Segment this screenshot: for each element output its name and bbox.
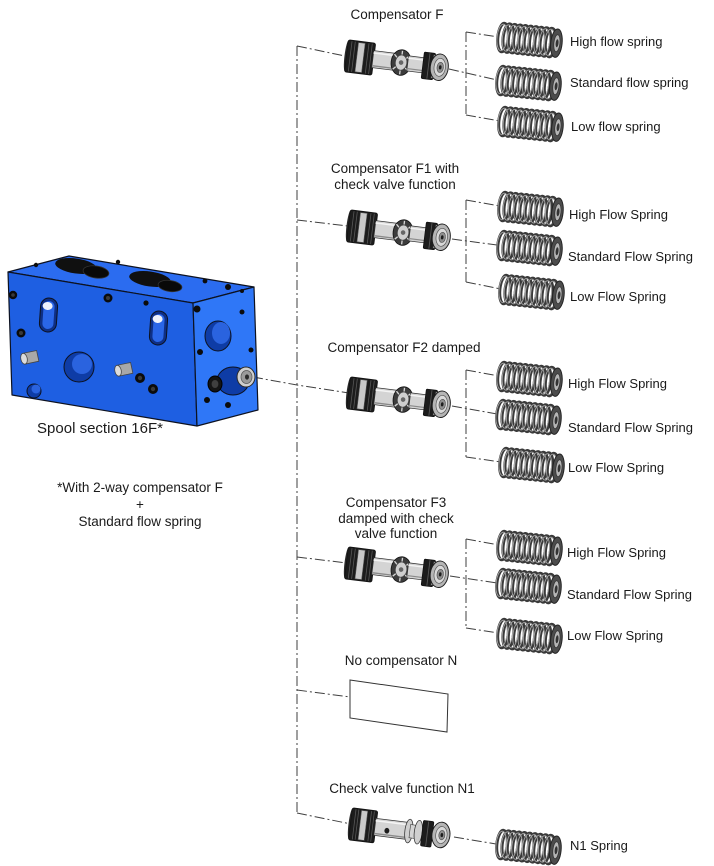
spring-f2-standard bbox=[493, 398, 565, 437]
front-plug-rings bbox=[8, 290, 158, 394]
side-face-ports bbox=[193, 305, 256, 408]
title-compensator-f3: Compensator F3 damped with check valve f… bbox=[338, 495, 454, 541]
spring-f1-standard bbox=[494, 229, 566, 268]
label-f1-low-flow-spring: Low Flow Spring bbox=[570, 289, 667, 304]
spring-f2-high bbox=[494, 360, 566, 399]
spring-f2-low bbox=[496, 446, 568, 485]
spring-f3-low bbox=[494, 617, 566, 656]
front-face-ports bbox=[8, 290, 169, 399]
spring-f1-high bbox=[495, 190, 567, 229]
compensator-f-cartridge bbox=[341, 38, 451, 86]
title-no-compensator-n: No compensator N bbox=[344, 653, 458, 668]
title-compensator-f1: Compensator F1 with check valve function bbox=[330, 161, 460, 192]
label-f2-low-flow-spring: Low Flow Spring bbox=[568, 460, 665, 475]
label-f-standard-flow-spring: Standard flow spring bbox=[570, 75, 689, 90]
spring-f3-high bbox=[494, 529, 566, 568]
dowel-pin bbox=[114, 362, 134, 377]
spring-f-low bbox=[495, 105, 567, 144]
compensator-f3-cartridge bbox=[341, 545, 451, 593]
label-f-low-flow-spring: Low flow spring bbox=[571, 119, 661, 134]
label-f1-standard-flow-spring: Standard Flow Spring bbox=[568, 249, 694, 264]
check-valve-n1-cartridge bbox=[345, 806, 453, 853]
title-compensator-f2: Compensator F2 damped bbox=[327, 340, 481, 355]
spool-section-block bbox=[7, 255, 259, 427]
dowel-pin bbox=[20, 350, 40, 365]
label-n1-spring: N1 Spring bbox=[570, 838, 628, 853]
centerlines bbox=[252, 31, 502, 845]
spool-section-footnote: *With 2-way compensator F + Standard flo… bbox=[57, 480, 223, 529]
spring-f1-low bbox=[496, 273, 568, 312]
compensator-f1-cartridge bbox=[343, 208, 453, 256]
label-f2-standard-flow-spring: Standard Flow Spring bbox=[568, 420, 694, 435]
spring-f3-standard bbox=[493, 567, 565, 606]
label-f3-high-flow-spring: High Flow Spring bbox=[567, 545, 666, 560]
label-f3-low-flow-spring: Low Flow Spring bbox=[567, 628, 664, 643]
label-f3-standard-flow-spring: Standard Flow Spring bbox=[567, 587, 693, 602]
title-check-valve-n1: Check valve function N1 bbox=[329, 781, 475, 796]
label-f1-high-flow-spring: High Flow Spring bbox=[569, 207, 668, 222]
spool-section-label: Spool section 16F* bbox=[37, 420, 163, 437]
top-ports bbox=[33, 258, 244, 293]
compensator-f2-cartridge bbox=[343, 375, 453, 423]
spring-f-high bbox=[494, 21, 566, 60]
label-f2-high-flow-spring: High Flow Spring bbox=[568, 376, 667, 391]
spring-f-standard bbox=[493, 64, 565, 103]
compensator-plug bbox=[236, 366, 256, 388]
title-compensator-f: Compensator F bbox=[350, 7, 444, 22]
no-compensator-outline bbox=[349, 679, 449, 733]
spring-n1 bbox=[493, 828, 565, 866]
label-f-high-flow-spring: High flow spring bbox=[570, 34, 663, 49]
